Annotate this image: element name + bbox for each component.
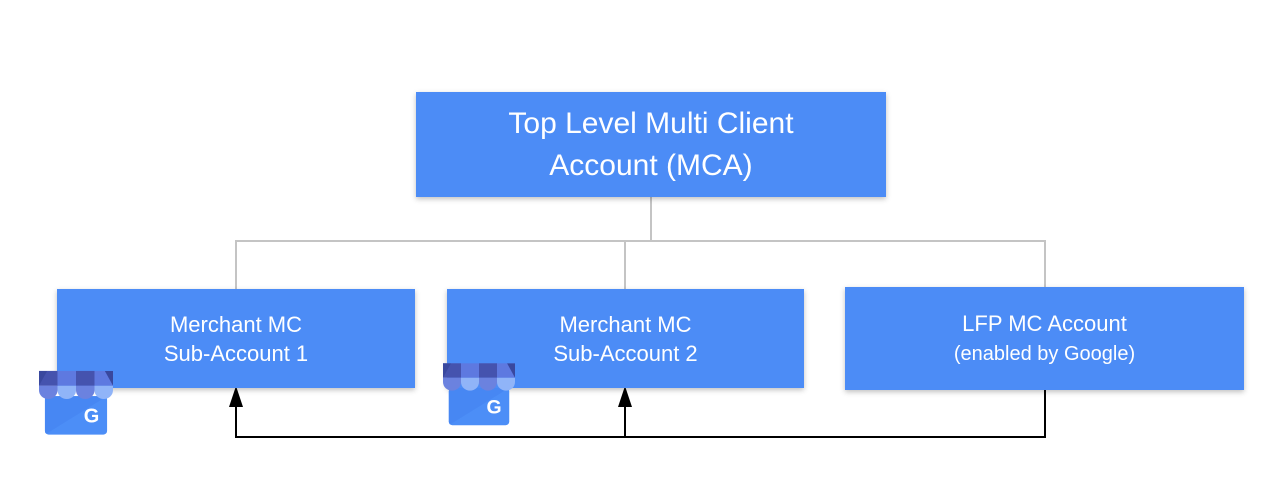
google-g-letter: G: [84, 406, 100, 428]
google-g-letter: G: [487, 397, 502, 419]
node-label-line: LFP MC Account: [962, 310, 1127, 336]
node-label-line: Account (MCA): [549, 148, 753, 182]
node-lfp-mc-account: LFP MC Account (enabled by Google): [845, 287, 1244, 390]
arrowhead-to-sub1-icon: [229, 386, 243, 407]
node-label-line: Merchant MC: [169, 311, 303, 337]
node-label-line: Sub-Account 2: [553, 340, 698, 366]
lfp-flow-line: [235, 390, 1046, 438]
business-profile-icon: G: [39, 370, 113, 435]
arrowhead-to-sub2-icon: [618, 386, 632, 407]
node-merchant-sub-account-1: Merchant MC Sub-Account 1: [57, 289, 415, 388]
node-label-line: Sub-Account 1: [163, 340, 309, 366]
node-label-line: Top Level Multi Client: [508, 106, 794, 140]
node-label-line: Merchant MC: [559, 311, 692, 337]
hierarchy-tree-line: [235, 197, 1046, 289]
business-profile-icon: G: [443, 363, 515, 426]
node-top-level-mca: Top Level Multi Client Account (MCA): [416, 92, 886, 197]
node-label-line: (enabled by Google): [953, 342, 1136, 365]
